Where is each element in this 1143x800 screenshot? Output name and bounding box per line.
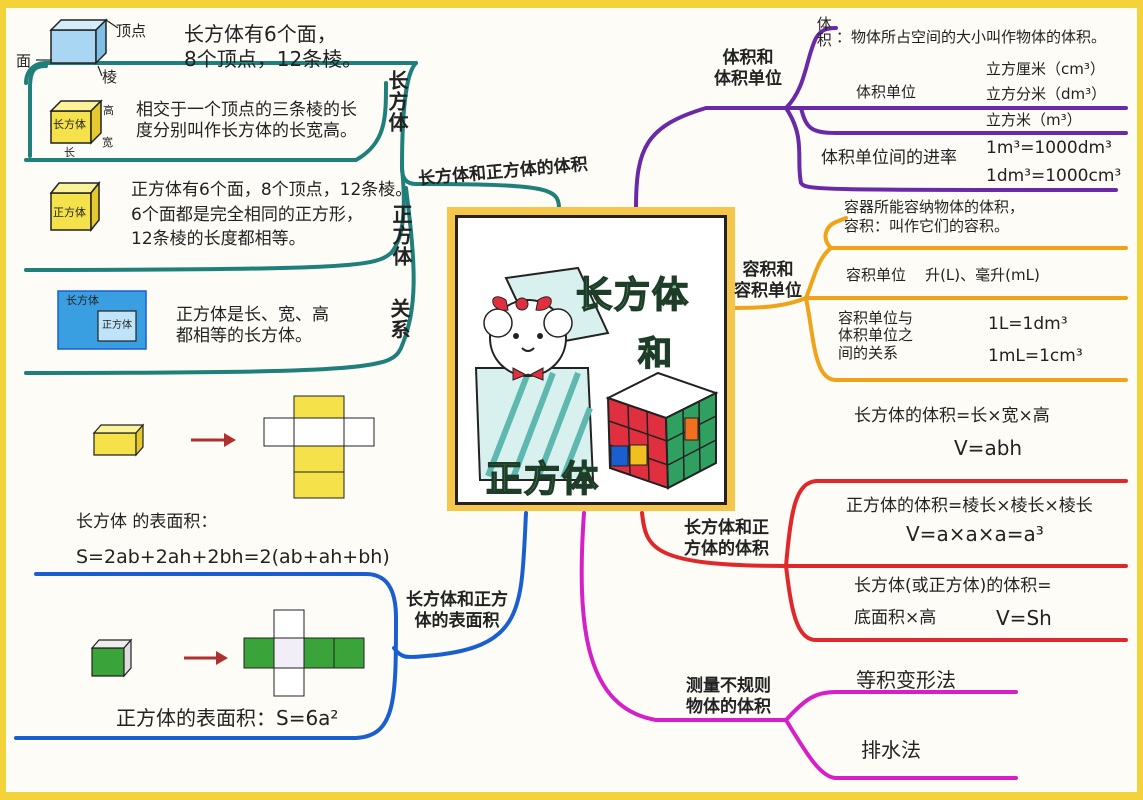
capacity-units: 容积单位 升(L)、毫升(mL) xyxy=(846,266,1040,284)
relation-sketch-icon xyxy=(57,290,147,350)
center-title-3: 正方体 xyxy=(485,458,601,501)
relation-text: 正方体是长、宽、高 都相等的长方体。 xyxy=(176,305,329,347)
branch-cube: 正方体 xyxy=(389,204,413,267)
center-frame: 长方体 和 正方体 xyxy=(447,207,735,511)
cube-sketch-icon xyxy=(49,180,101,233)
cuboid-surface-formula: S=2ab+2ah+2bh=2(ab+ah+bh) xyxy=(76,546,390,568)
volume-units-label: 体积单位 xyxy=(856,83,917,101)
dims-fig-height: 高 xyxy=(103,104,114,117)
cube-net-icon xyxy=(90,609,365,697)
cuboid-dims-text: 相交于一个顶点的三条棱的长 度分别叫作长方体的长宽高。 xyxy=(136,100,357,142)
method-equal-volume: 等积变形法 xyxy=(856,668,956,692)
label-edge: 棱 xyxy=(102,68,118,86)
branch-relation: 关系 xyxy=(387,298,411,340)
volume-rate-1: 1m³=1000dm³ xyxy=(986,138,1112,158)
volume-unit-3: 立方米（m³） xyxy=(986,111,1082,129)
dims-fig-length: 长 xyxy=(64,146,75,159)
cube-surface-formula: 正方体的表面积：S=6a² xyxy=(116,706,339,730)
relation-fig-outer: 长方体 xyxy=(66,294,99,307)
cuboid-volume-formula: V=abh xyxy=(954,436,1023,460)
capacity-relation-2: 1mL=1cm³ xyxy=(988,346,1083,366)
branch-volume: 长方体和正 方体的体积 xyxy=(684,518,769,560)
cuboid-sketch-icon xyxy=(36,18,119,77)
branch-lines xyxy=(14,18,1128,780)
volume-rate-label: 体积单位间的进率 xyxy=(821,148,957,168)
center-title-2: 和 xyxy=(637,333,674,375)
dims-fig-name: 长方体 xyxy=(53,118,86,131)
volume-unit-1: 立方厘米（cm³） xyxy=(986,60,1105,78)
general-volume-text: 长方体(或正方体)的体积= xyxy=(854,576,1052,596)
gift-box-rubik-illustration xyxy=(474,266,719,490)
cube-volume-formula: V=a×a×a=a³ xyxy=(906,522,1044,546)
branch-irregular-volume: 测量不规则 物体的体积 xyxy=(686,676,771,718)
general-volume-text-2: 底面积×高 xyxy=(854,608,937,628)
label-face: 面 xyxy=(16,52,32,70)
cube-facts: 正方体有6个面，8个顶点，12条棱。 6个面都是完全相同的正方形， 12条棱的长… xyxy=(131,180,413,250)
general-volume-formula: V=Sh xyxy=(996,606,1052,630)
label-vertex: 顶点 xyxy=(116,22,147,40)
branch-surface-area: 长方体和正方 体的表面积 xyxy=(406,590,508,632)
cuboid-dimensions-icon xyxy=(49,99,103,145)
capacity-relation-label: 容积单位与 体积单位之 间的关系 xyxy=(838,309,914,362)
capacity-relation-1: 1L=1dm³ xyxy=(988,314,1068,334)
relation-fig-inner: 正方体 xyxy=(102,320,132,331)
branch-capacity-units: 容积和 容积单位 xyxy=(734,260,802,302)
cube-volume-text: 正方体的体积=棱长×棱长×棱长 xyxy=(846,496,1093,516)
method-water-displacement: 排水法 xyxy=(861,738,921,762)
mind-map-paper: 长方体 和 正方体 长方体和正方体的体积 长方体 正方体 关系 顶点 面 棱 长… xyxy=(6,8,1137,792)
volume-rate-2: 1dm³=1000cm³ xyxy=(986,166,1122,186)
volume-definition: ：物体所占空间的大小叫作物体的体积。 xyxy=(836,28,1107,46)
cuboid-net-icon xyxy=(92,395,375,499)
volume-def-head: 体积 xyxy=(814,16,833,48)
cuboid-facts: 长方体有6个面， 8个顶点，12条棱。 xyxy=(184,22,363,71)
center-title-1: 长方体 xyxy=(575,274,691,317)
capacity-definition: 容器所能容纳物体的体积， 容积：叫作它们的容积。 xyxy=(844,198,1025,235)
volume-unit-2: 立方分米（dm³） xyxy=(986,85,1107,103)
cuboid-volume-text: 长方体的体积=长×宽×高 xyxy=(854,406,1050,426)
cube-fig-label: 正方体 xyxy=(53,206,86,219)
branch-volume-units: 体积和 体积单位 xyxy=(714,48,782,90)
cuboid-surface-label: 长方体 的表面积： xyxy=(76,512,218,532)
branch-cuboid: 长方体 xyxy=(385,70,409,133)
dims-fig-width: 宽 xyxy=(102,136,113,149)
